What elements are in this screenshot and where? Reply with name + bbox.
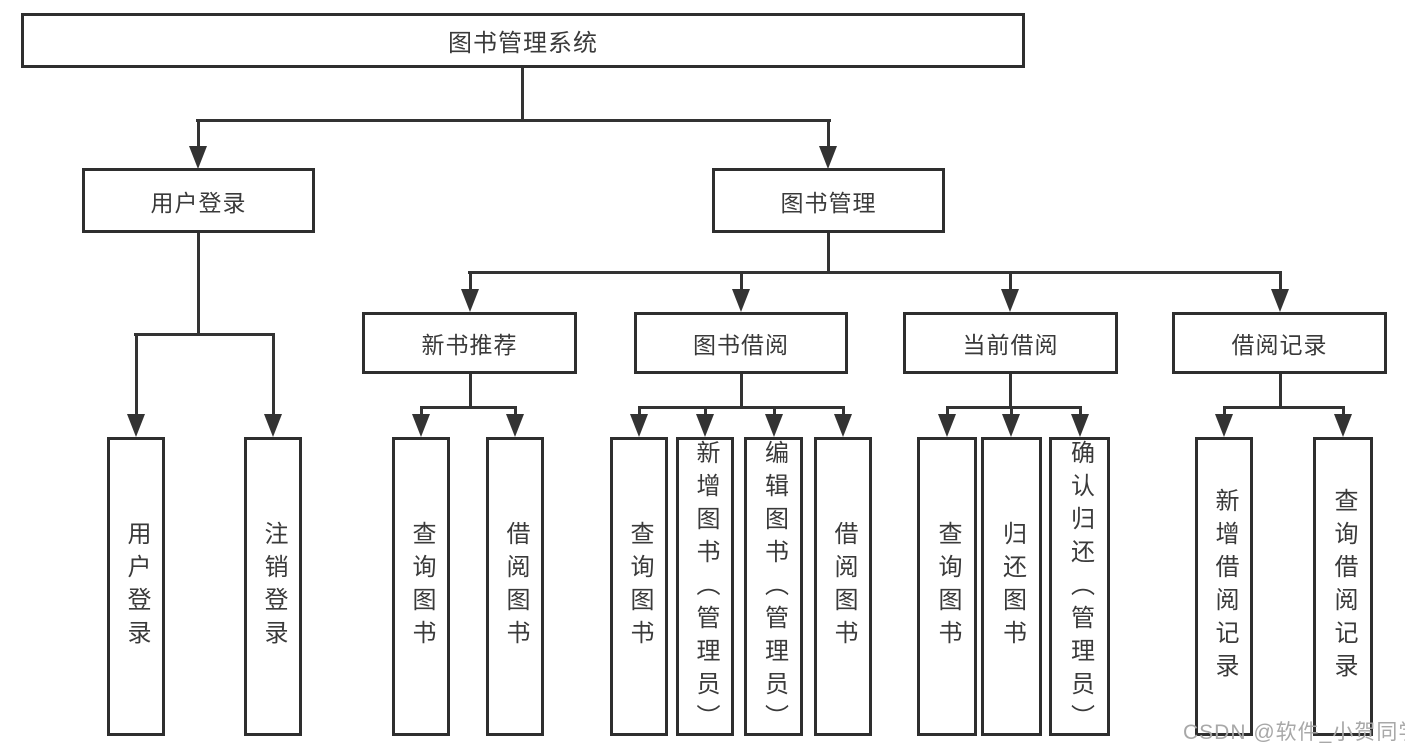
connector <box>420 408 423 417</box>
connector <box>1223 408 1226 417</box>
arrow-down-icon <box>834 414 852 437</box>
arrow-down-icon <box>1215 414 1233 437</box>
leaf-user-login: 用户登录 <box>107 437 165 736</box>
leaf-query-borrow-record: 查询借阅记录 <box>1313 437 1373 736</box>
arrow-down-icon <box>1271 289 1289 312</box>
connector <box>773 408 776 417</box>
connector <box>827 233 830 273</box>
connector <box>514 408 517 417</box>
connector <box>521 68 524 121</box>
connector <box>1079 408 1082 417</box>
leaf-return-books: 归还图书 <box>981 437 1042 736</box>
leaf-label: 借阅图书 <box>830 520 857 653</box>
node-borrow-records: 借阅记录 <box>1172 312 1387 374</box>
connector <box>196 119 831 122</box>
leaf-label: 查询图书 <box>408 520 435 653</box>
leaf-label: 新增借阅记录 <box>1211 487 1238 686</box>
node-root: 图书管理系统 <box>21 13 1025 68</box>
arrow-down-icon <box>732 289 750 312</box>
connector <box>946 408 949 417</box>
arrow-down-icon <box>765 414 783 437</box>
connector <box>134 333 275 336</box>
arrow-down-icon <box>506 414 524 437</box>
csdn-watermark: CSDN @软件_小贺同学 <box>1183 721 1405 744</box>
connector <box>420 406 517 409</box>
arrow-down-icon <box>127 414 145 437</box>
leaf-label: 编辑图书（管理员） <box>760 440 788 737</box>
connector <box>1223 406 1345 409</box>
connector <box>1279 273 1282 291</box>
node-book-management: 图书管理 <box>712 168 945 233</box>
connector <box>1009 273 1012 291</box>
arrow-down-icon <box>1001 289 1019 312</box>
connector <box>638 406 845 409</box>
connector <box>1009 373 1012 408</box>
leaf-borrow-books-recommend: 借阅图书 <box>486 437 544 736</box>
arrow-down-icon <box>1334 414 1352 437</box>
leaf-query-books-borrow: 查询图书 <box>610 437 668 736</box>
connector <box>740 373 743 408</box>
arrow-down-icon <box>1002 414 1020 437</box>
arrow-down-icon <box>412 414 430 437</box>
connector <box>740 273 743 291</box>
connector <box>197 121 200 149</box>
connector <box>1010 408 1013 417</box>
leaf-edit-book-admin: 编辑图书（管理员） <box>744 437 803 737</box>
leaf-label: 确认归还（管理员） <box>1066 440 1094 737</box>
connector <box>135 335 138 416</box>
connector <box>272 335 275 416</box>
connector <box>946 406 1082 409</box>
connector <box>1342 408 1345 417</box>
leaf-add-borrow-record: 新增借阅记录 <box>1195 437 1253 736</box>
arrow-down-icon <box>1071 414 1089 437</box>
leaf-logout: 注销登录 <box>244 437 302 736</box>
node-new-book-recommend: 新书推荐 <box>362 312 577 374</box>
leaf-confirm-return-admin: 确认归还（管理员） <box>1049 437 1110 737</box>
leaf-label: 查询图书 <box>626 520 653 653</box>
leaf-label: 注销登录 <box>260 520 287 653</box>
arrow-down-icon <box>189 146 207 169</box>
leaf-label: 用户登录 <box>123 520 150 653</box>
arrow-down-icon <box>938 414 956 437</box>
connector <box>842 408 845 417</box>
node-current-borrow: 当前借阅 <box>903 312 1118 374</box>
arrow-down-icon <box>630 414 648 437</box>
arrow-down-icon <box>819 146 837 169</box>
connector <box>638 408 641 417</box>
leaf-borrow-books: 借阅图书 <box>814 437 872 736</box>
leaf-add-book-admin: 新增图书（管理员） <box>676 437 734 737</box>
leaf-label: 借阅图书 <box>502 520 529 653</box>
leaf-query-books-recommend: 查询图书 <box>392 437 450 736</box>
connector <box>827 121 830 149</box>
arrow-down-icon <box>461 289 479 312</box>
leaf-label: 归还图书 <box>998 520 1026 653</box>
node-book-borrow: 图书借阅 <box>634 312 848 374</box>
leaf-label: 查询图书 <box>934 520 961 653</box>
node-user-login: 用户登录 <box>82 168 315 233</box>
leaf-label: 查询借阅记录 <box>1330 487 1357 686</box>
connector <box>469 373 472 408</box>
connector <box>468 271 1282 274</box>
connector <box>197 233 200 335</box>
arrow-down-icon <box>696 414 714 437</box>
leaf-query-books-current: 查询图书 <box>917 437 977 736</box>
arrow-down-icon <box>264 414 282 437</box>
connector <box>704 408 707 417</box>
leaf-label: 新增图书（管理员） <box>692 440 719 737</box>
connector <box>469 273 472 291</box>
connector <box>1279 373 1282 408</box>
